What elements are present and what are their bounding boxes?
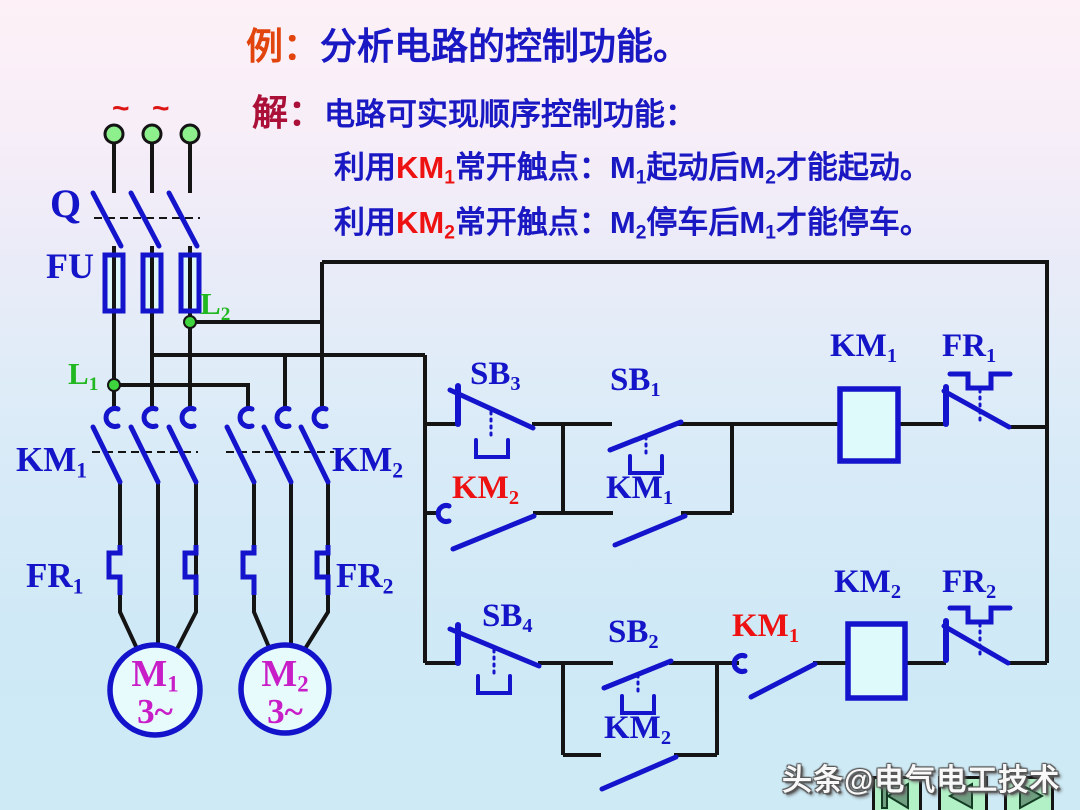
label-l2: L2 bbox=[200, 286, 231, 325]
thermal-contact-fr1 bbox=[941, 371, 1013, 430]
contact-km2-no-bypass bbox=[435, 503, 537, 552]
power-wires bbox=[112, 142, 1049, 757]
thermal-contact-fr2 bbox=[941, 605, 1013, 666]
thermal-fr2-heaters bbox=[240, 545, 331, 595]
label-sb3: SB3 bbox=[470, 356, 521, 396]
ac-tilde-icon: ~ bbox=[112, 92, 130, 125]
button-sb4-symbol bbox=[447, 622, 542, 695]
motor-m1-symbol bbox=[107, 642, 203, 738]
label-km2-bypass: KM2 bbox=[452, 470, 520, 510]
note-km2-sequence: 利用KM2常开触点：M2停车后M1才能停车。 bbox=[334, 205, 931, 244]
button-sb2-symbol bbox=[601, 658, 674, 715]
label-fr1-main: FR1 bbox=[26, 556, 84, 599]
label-q: Q bbox=[50, 181, 82, 226]
contact-km2-selfhold bbox=[599, 754, 679, 792]
nav-previous-button[interactable] bbox=[938, 776, 988, 810]
label-km1-selfhold: KM1 bbox=[606, 470, 674, 510]
label-motor-m2: M2 3~ bbox=[261, 653, 309, 732]
nav-next-button[interactable] bbox=[1004, 776, 1054, 810]
label-fr2-main: FR2 bbox=[336, 556, 394, 599]
ac-tilde-icon: ~ bbox=[152, 92, 170, 125]
button-sb3-symbol bbox=[447, 383, 536, 459]
contact-km1-selfhold bbox=[612, 513, 688, 548]
note-km1-sequence: 利用KM1常开触点：M1起动后M2才能起动。 bbox=[334, 150, 931, 189]
label-fu: FU bbox=[46, 246, 94, 286]
label-l1: L1 bbox=[68, 356, 99, 395]
label-km1-main: KM1 bbox=[16, 440, 88, 483]
nav-first-button[interactable] bbox=[872, 776, 922, 810]
label-sb2: SB2 bbox=[608, 614, 659, 654]
label-motor-m1: M1 3~ bbox=[131, 653, 179, 732]
label-km2-main: KM2 bbox=[332, 440, 404, 483]
label-km1-interlock: KM1 bbox=[732, 608, 800, 648]
example-title: 例：分析电路的控制功能。 bbox=[246, 26, 690, 67]
junction-l2 bbox=[183, 315, 197, 329]
label-sb4: SB4 bbox=[482, 598, 533, 638]
junction-l1 bbox=[107, 378, 121, 392]
next-icon bbox=[1019, 782, 1045, 810]
label-km2-selfhold: KM2 bbox=[604, 710, 672, 750]
example-label: 例： bbox=[246, 26, 320, 67]
coil-km2 bbox=[845, 621, 908, 701]
label-km1-coil: KM1 bbox=[830, 328, 898, 368]
solution-line: 解：电路可实现顺序控制功能： bbox=[252, 92, 697, 133]
label-sb1: SB1 bbox=[610, 362, 661, 402]
first-page-icon bbox=[881, 782, 909, 810]
coil-km1 bbox=[837, 386, 901, 464]
contactor-km2-main-contacts bbox=[224, 406, 331, 485]
button-sb1-symbol bbox=[607, 419, 684, 475]
supply-terminals bbox=[103, 123, 201, 145]
breaker-q-symbol bbox=[90, 190, 200, 249]
mechanical-links bbox=[92, 217, 334, 453]
contactor-km1-main-contacts bbox=[90, 406, 199, 485]
label-fr1-contact: FR1 bbox=[942, 328, 997, 368]
watermark: 头条@电气电工技术 bbox=[782, 764, 1061, 797]
label-km2-coil: KM2 bbox=[834, 564, 902, 604]
label-fr2-contact: FR2 bbox=[942, 564, 997, 604]
thermal-fr1-heaters bbox=[106, 545, 199, 595]
motor-m2-symbol bbox=[238, 642, 332, 736]
previous-icon bbox=[947, 782, 973, 810]
fuse-fu-symbol bbox=[102, 252, 202, 314]
solution-label: 解： bbox=[252, 92, 325, 133]
contact-km1-no-interlock bbox=[731, 653, 818, 700]
